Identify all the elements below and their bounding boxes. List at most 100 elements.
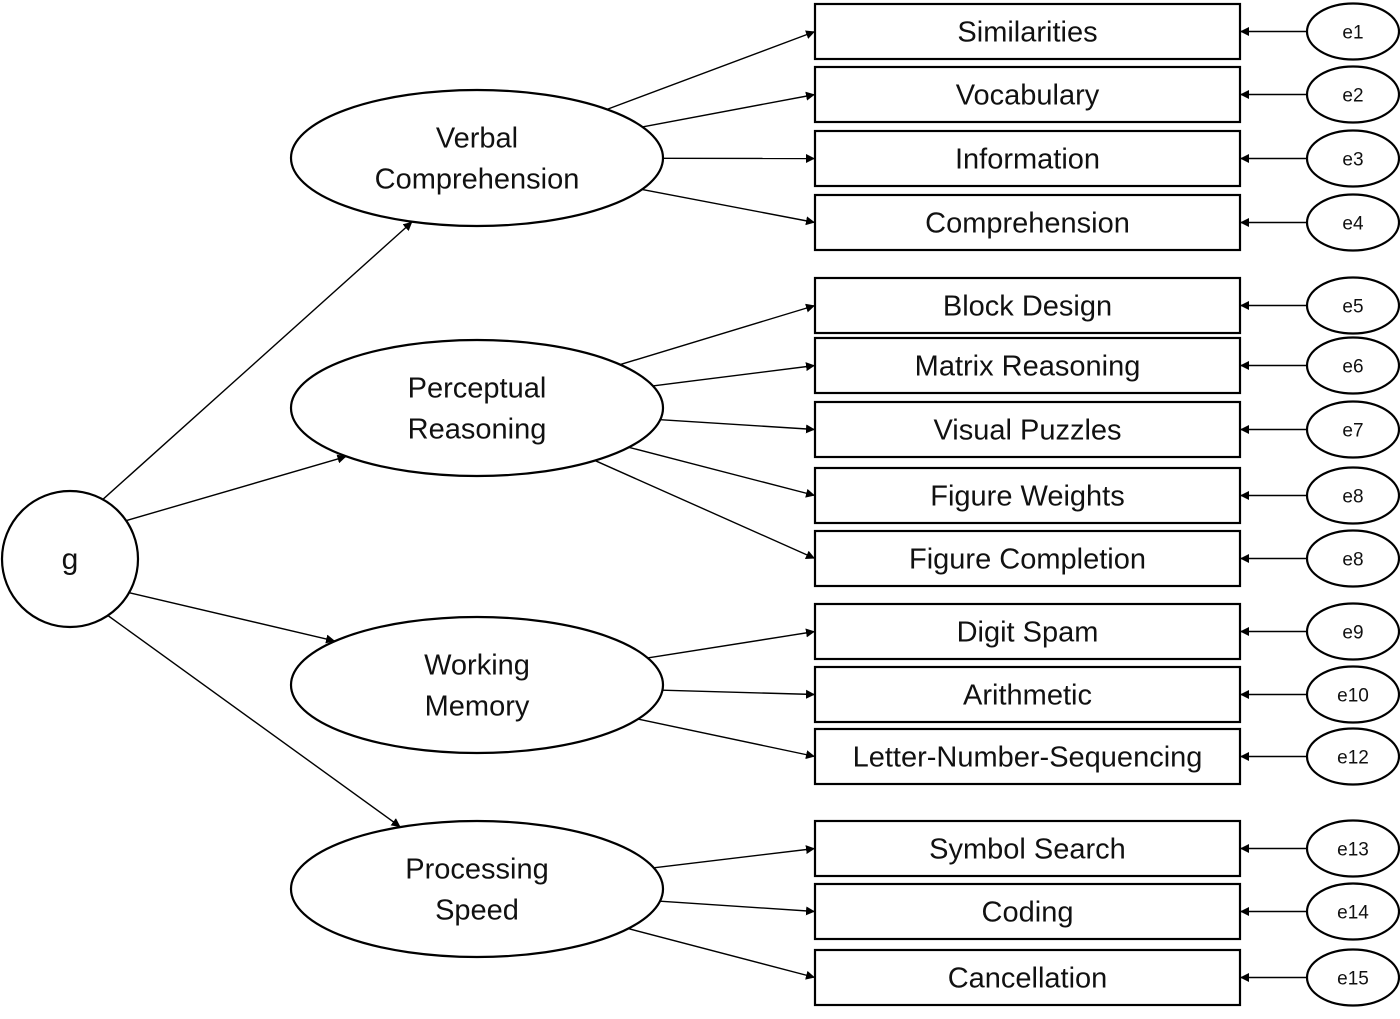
indicator-label: Figure Weights bbox=[930, 481, 1125, 513]
error-ellipse bbox=[1305, 819, 1400, 878]
error-label: e10 bbox=[1337, 686, 1369, 707]
indicator-box bbox=[813, 727, 1242, 786]
error-ellipse bbox=[1305, 727, 1400, 786]
error-label: e9 bbox=[1342, 623, 1363, 644]
error-term-node: e12 bbox=[1305, 727, 1400, 786]
loading-arrow bbox=[662, 689, 816, 699]
loading-arrow bbox=[660, 418, 816, 434]
error-term-node: e1 bbox=[1305, 2, 1400, 61]
error-term-node: e8 bbox=[1305, 529, 1400, 588]
error-ellipse bbox=[1305, 882, 1400, 941]
general-factor-circle bbox=[0, 489, 140, 629]
error-term-node: e15 bbox=[1305, 948, 1400, 1007]
indicator-node: Letter-Number-Sequencing bbox=[813, 727, 1242, 786]
error-term-node: e2 bbox=[1305, 65, 1400, 124]
indicator-box bbox=[813, 948, 1242, 1007]
factor-ellipse bbox=[289, 615, 665, 755]
indicator-label: Cancellation bbox=[948, 963, 1108, 995]
error-ellipse bbox=[1305, 665, 1400, 724]
indicator-label: Matrix Reasoning bbox=[915, 351, 1141, 383]
indicator-node: Figure Weights bbox=[813, 466, 1242, 525]
indicator-label: Similarities bbox=[957, 17, 1097, 49]
loading-arrow bbox=[653, 845, 816, 869]
loading-arrow bbox=[594, 459, 816, 560]
loading-arrow bbox=[619, 303, 816, 366]
error-ellipse bbox=[1305, 400, 1400, 459]
indicator-node: Vocabulary bbox=[813, 65, 1242, 124]
factor-label-line: Memory bbox=[425, 691, 530, 723]
error-term-node: e10 bbox=[1305, 665, 1400, 724]
error-term-node: e8 bbox=[1305, 466, 1400, 525]
indicator-node: Coding bbox=[813, 882, 1242, 941]
indicator-box bbox=[813, 276, 1242, 335]
latent-factors: VerbalComprehensionPerceptualReasoningWo… bbox=[289, 88, 665, 959]
loading-arrow bbox=[647, 628, 816, 659]
loading-arrow bbox=[641, 188, 816, 226]
loading-arrow bbox=[652, 362, 816, 387]
error-label: e6 bbox=[1342, 357, 1363, 378]
loading-arrow bbox=[125, 454, 347, 522]
observed-indicators: SimilaritiesVocabularyInformationCompreh… bbox=[813, 2, 1242, 1007]
general-factor-label: g bbox=[62, 543, 79, 576]
factor-ellipse bbox=[289, 88, 665, 228]
error-label: e14 bbox=[1337, 903, 1369, 924]
error-label: e7 bbox=[1342, 421, 1363, 442]
error-label: e13 bbox=[1337, 840, 1369, 861]
indicator-box bbox=[813, 882, 1242, 941]
loading-arrow bbox=[606, 30, 816, 111]
error-ellipse bbox=[1305, 65, 1400, 124]
indicator-label: Symbol Search bbox=[929, 834, 1126, 866]
error-label: e8 bbox=[1342, 487, 1363, 508]
error-ellipse bbox=[1305, 2, 1400, 61]
indicator-label: Visual Puzzles bbox=[933, 415, 1121, 447]
error-label: e2 bbox=[1342, 86, 1363, 107]
loading-arrow bbox=[628, 446, 816, 498]
error-term-node: e5 bbox=[1305, 276, 1400, 335]
loading-arrow bbox=[102, 221, 413, 500]
error-term-node: e4 bbox=[1305, 193, 1400, 252]
error-ellipse bbox=[1305, 129, 1400, 188]
factor-ellipse bbox=[289, 338, 665, 478]
indicator-box bbox=[813, 129, 1242, 188]
error-term-node: e9 bbox=[1305, 602, 1400, 661]
error-ellipse bbox=[1305, 602, 1400, 661]
indicator-box bbox=[813, 400, 1242, 459]
indicator-node: Similarities bbox=[813, 2, 1242, 61]
general-factor-node: g bbox=[0, 489, 140, 629]
indicator-node: Visual Puzzles bbox=[813, 400, 1242, 459]
indicator-node: Figure Completion bbox=[813, 529, 1242, 588]
indicator-box bbox=[813, 665, 1242, 724]
loading-arrow bbox=[659, 900, 816, 916]
path-arrows bbox=[102, 27, 1307, 982]
indicator-label: Comprehension bbox=[925, 208, 1130, 240]
error-term-node: e3 bbox=[1305, 129, 1400, 188]
error-ellipse bbox=[1305, 193, 1400, 252]
indicator-node: Arithmetic bbox=[813, 665, 1242, 724]
error-label: e8 bbox=[1342, 550, 1363, 571]
loading-arrow bbox=[128, 591, 336, 644]
error-ellipse bbox=[1305, 948, 1400, 1007]
loading-arrow bbox=[637, 718, 816, 760]
error-ellipse bbox=[1305, 276, 1400, 335]
indicator-label: Vocabulary bbox=[956, 80, 1100, 112]
loading-arrow bbox=[628, 927, 816, 980]
indicator-box bbox=[813, 65, 1242, 124]
indicator-node: Digit Spam bbox=[813, 602, 1242, 661]
error-label: e4 bbox=[1342, 214, 1364, 235]
error-terms: e1 e2 e3 e4 e5 e6 e7 e8 e8 e9 e10 e12 e13 e14 e15 bbox=[1305, 2, 1400, 1007]
indicator-box bbox=[813, 602, 1242, 661]
indicator-box bbox=[813, 466, 1242, 525]
indicator-label: Block Design bbox=[943, 291, 1112, 323]
error-term-node: e14 bbox=[1305, 882, 1400, 941]
indicator-node: Matrix Reasoning bbox=[813, 336, 1242, 395]
indicator-box bbox=[813, 336, 1242, 395]
factor-label-line: Reasoning bbox=[408, 414, 547, 446]
indicator-node: Information bbox=[813, 129, 1242, 188]
indicator-label: Figure Completion bbox=[909, 544, 1146, 576]
indicator-box bbox=[813, 2, 1242, 61]
indicator-box bbox=[813, 819, 1242, 878]
